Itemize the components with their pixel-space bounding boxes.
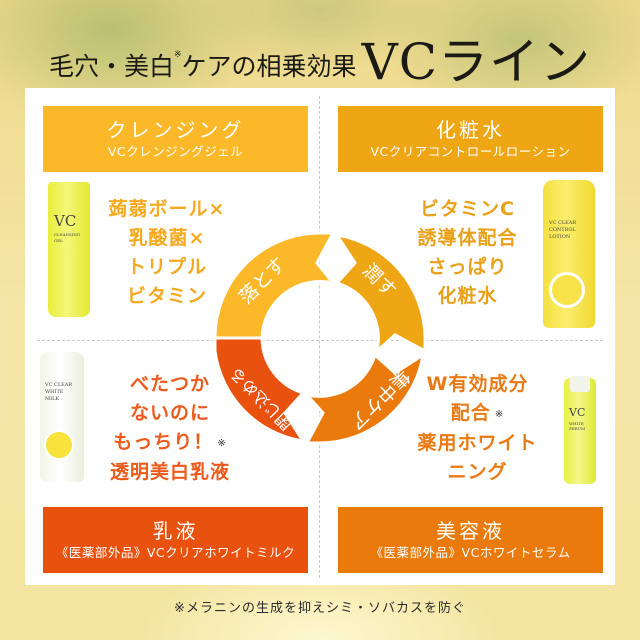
serum-bottle: VC WHITE SERUM [564, 376, 596, 484]
serum-label: 美容液 《医薬部外品》VCホワイトセラム [338, 507, 603, 573]
footnote: ※メラニンの生成を抑えシミ・ソバカスを防ぐ [174, 601, 466, 616]
cleansing-title: クレンジング [106, 118, 245, 142]
cycle-step-cleanse [213, 231, 337, 340]
lemon-slice-icon [44, 430, 74, 460]
care-cycle-diagram: 落とす 潤す 集中ケア 閉じ込める [213, 231, 427, 445]
cycle-step-intensive [302, 351, 426, 445]
title-part1: 毛穴・美白 [48, 52, 174, 81]
milk-features: べたつか ないのに もっちり！※ 透明美白乳液 [109, 373, 230, 483]
vertical-divider [319, 96, 320, 578]
cleansing-features: 蒟蒻ボール× 乳酸菌× トリプル ビタミン [108, 198, 226, 307]
lemon-slice-icon [549, 272, 585, 308]
milk-label: 乳液 《医薬部外品》VCクリアホワイトミルク [43, 507, 308, 573]
lotion-title: 化粧水 [436, 118, 505, 142]
milk-subtitle: 《医薬部外品》VCクリアホワイトミルク [55, 545, 296, 560]
serum-features: W有効成分 配合※ 薬用ホワイト ニング [417, 373, 538, 483]
cleansing-gel-tube: VC CLEANSING GEL [48, 182, 90, 317]
lotion-label: 化粧水 VCクリアコントロールローション [338, 106, 603, 172]
milk-title: 乳液 [152, 519, 199, 543]
cycle-step-moisturize [333, 232, 427, 356]
cleansing-label: クレンジング VCクレンジングジェル [43, 106, 308, 172]
title-part2: ケアの相乗効果 [181, 52, 357, 81]
serum-cap [570, 376, 590, 392]
cycle-step-seal [213, 336, 307, 443]
cleansing-subtitle: VCクレンジングジェル [107, 144, 244, 159]
brand-title: VCライン [361, 33, 592, 91]
page-title: 毛穴・美白※ケアの相乗効果 VCライン [0, 22, 640, 91]
lotion-features: ビタミンC 誘導体配合 さっぱり 化粧水 [417, 198, 518, 307]
lotion-subtitle: VCクリアコントロールローション [370, 144, 571, 159]
title-note-mark: ※ [173, 50, 182, 60]
lotion-bottle: VC CLEAR CONTROL LOTION [543, 180, 595, 328]
serum-subtitle: 《医薬部外品》VCホワイトセラム [370, 545, 571, 560]
horizontal-divider [37, 340, 603, 341]
milk-bottle: VC CLEAR WHITE MILK [40, 352, 84, 482]
serum-title: 美容液 [436, 519, 505, 543]
